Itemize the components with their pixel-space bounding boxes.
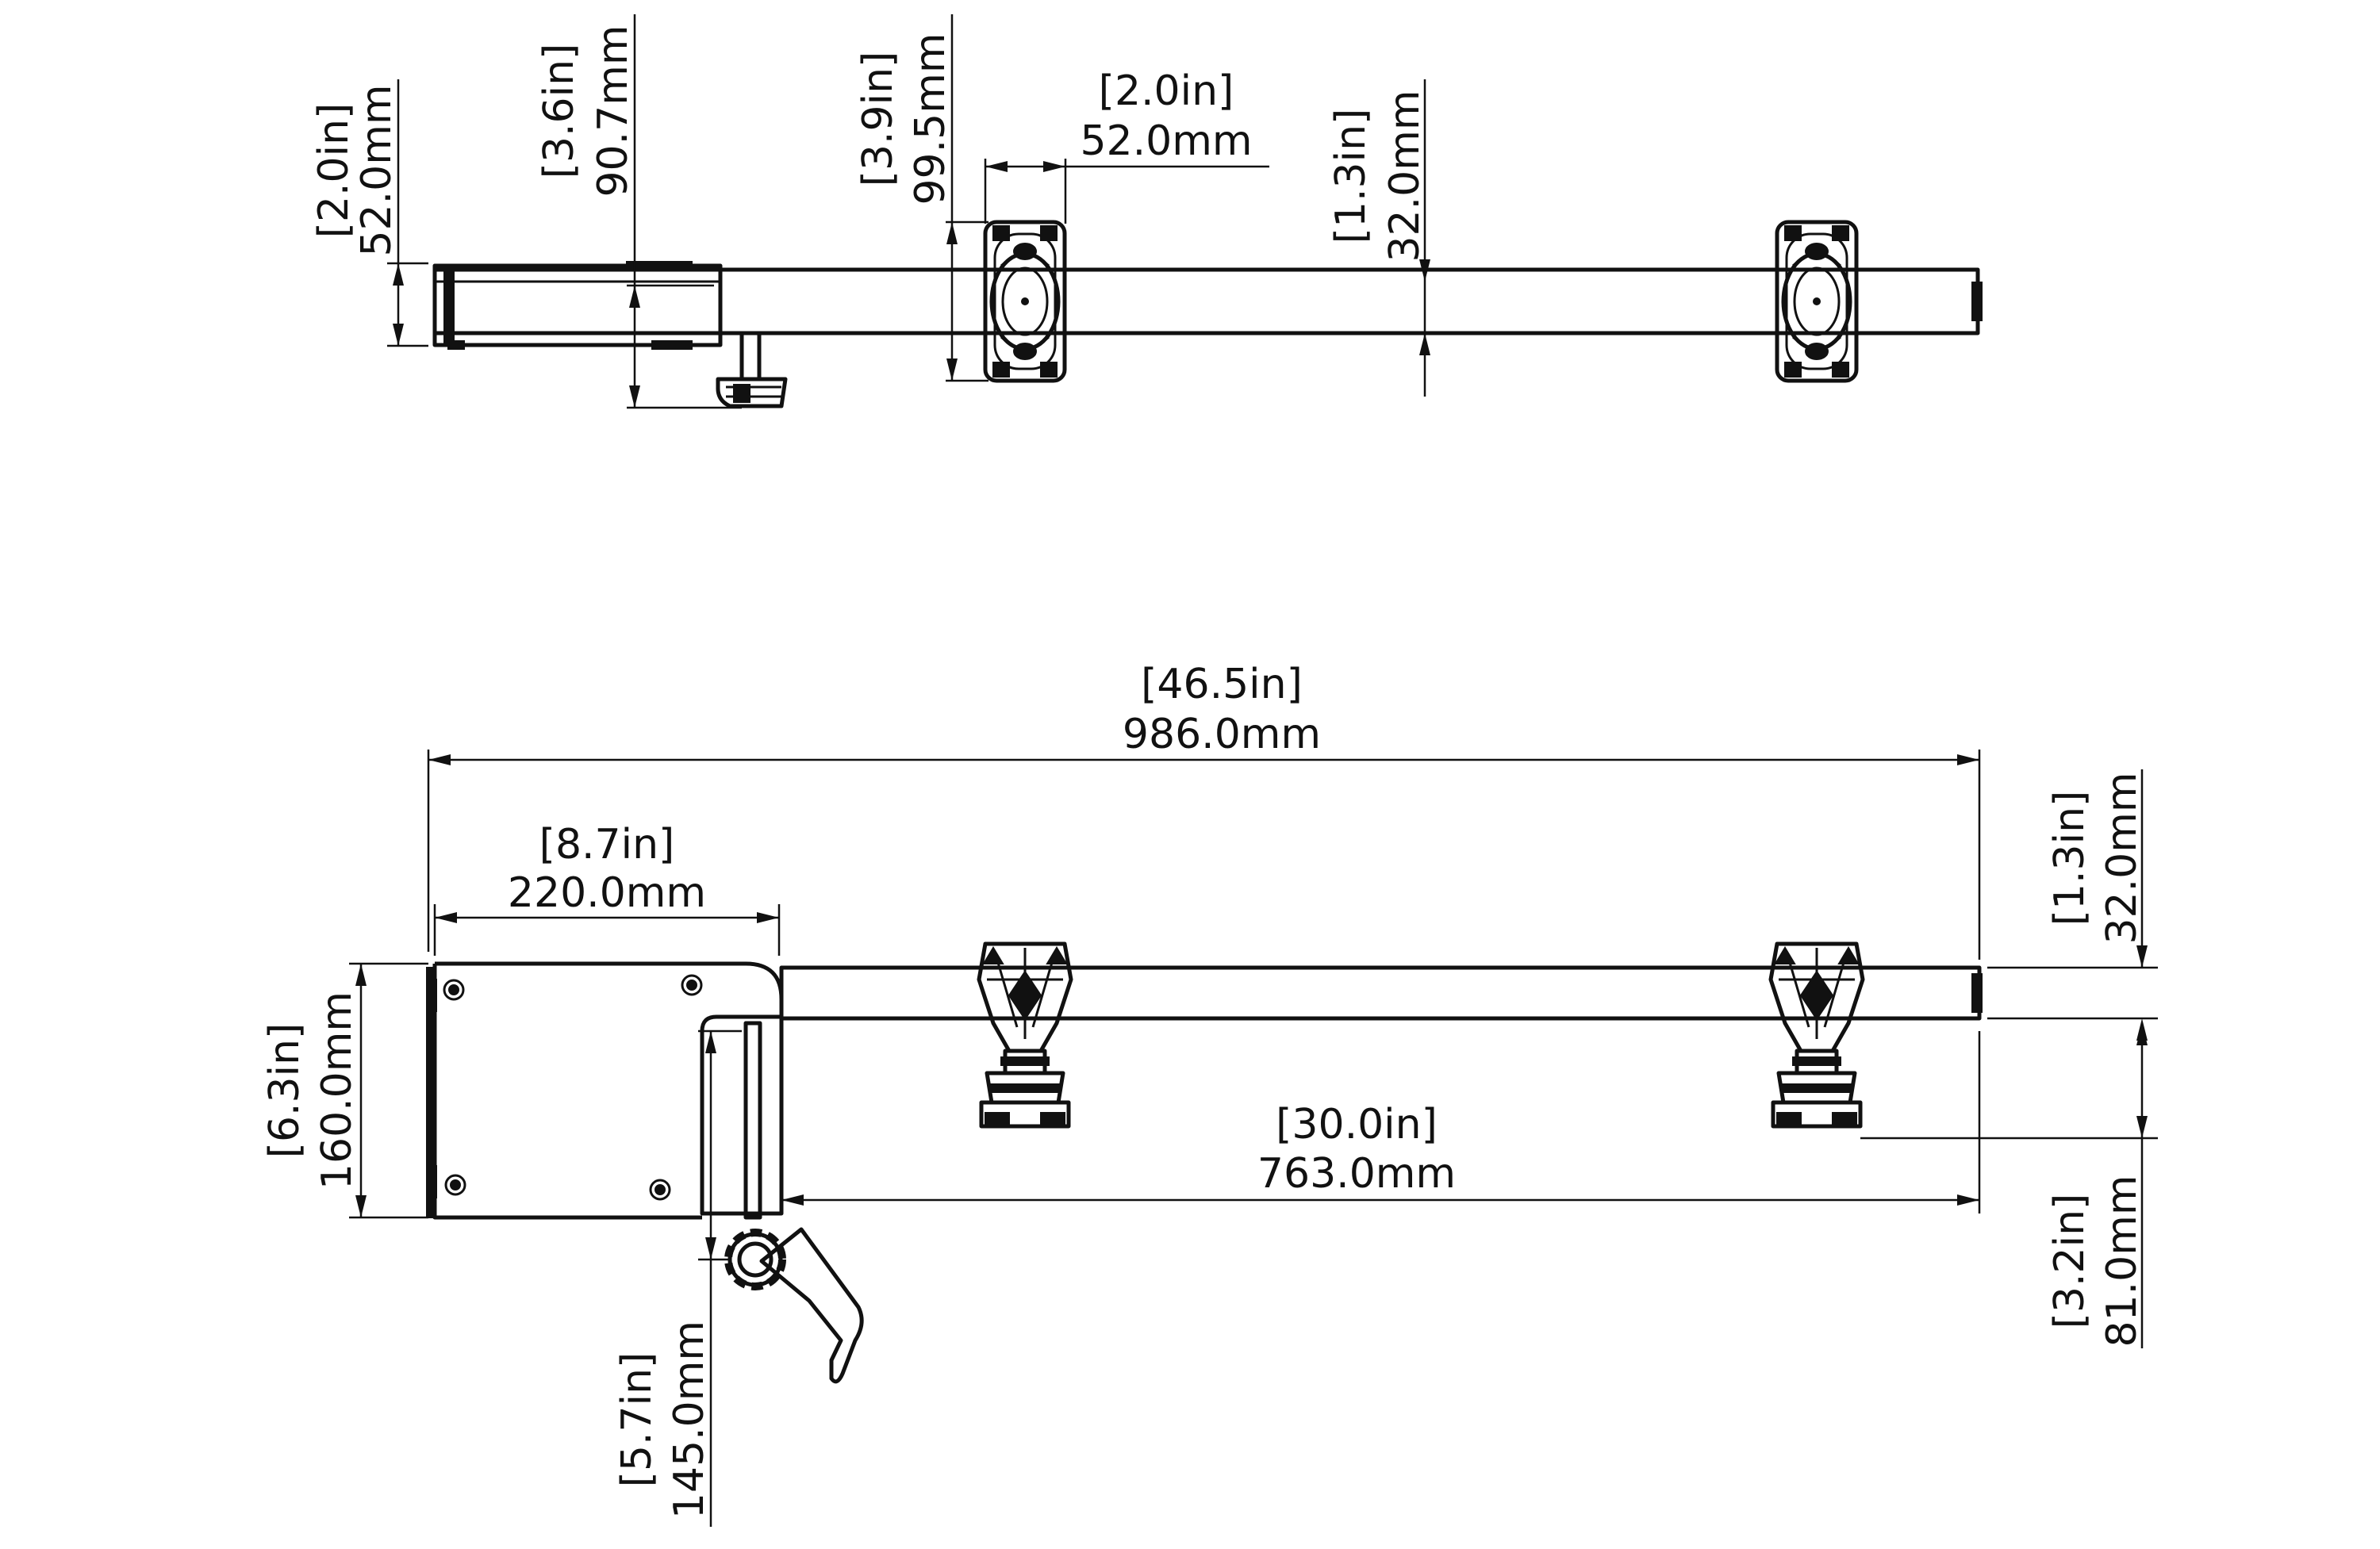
dim-clamp-reach-metric: 145.0mm <box>666 1321 713 1519</box>
dim-top-clamp-depth-imperial: [3.6in] <box>536 44 583 179</box>
dim-side-bar-thickness-metric: 32.0mm <box>2098 772 2146 944</box>
dim-overall-length: [46.5in] 986.0mm <box>427 661 1981 960</box>
dim-plate-height-metric: 160.0mm <box>313 991 361 1190</box>
dim-clamp-reach: [5.7in] 145.0mm <box>613 1029 742 1527</box>
dim-top-clamp-depth: [3.6in] 90.7mm <box>536 14 742 409</box>
dim-plate-height-imperial: [6.3in] <box>261 1023 309 1159</box>
dim-clamp-reach-imperial: [5.7in] <box>613 1352 661 1488</box>
side-view-rod-holder-2 <box>1771 944 1863 1126</box>
dim-plate-width-metric: 220.0mm <box>508 869 706 917</box>
plate-screw-4 <box>649 1179 671 1201</box>
plate-screw-1 <box>443 979 465 1001</box>
side-view-rod-holder-1 <box>979 944 1071 1126</box>
dim-top-holder-height-metric: 99.5mm <box>907 33 954 205</box>
dim-top-height-metric: 52.0mm <box>353 84 401 256</box>
dim-top-bar-thickness-metric: 32.0mm <box>1381 90 1429 262</box>
top-view-rod-holder-2 <box>1777 222 1856 381</box>
top-view-bar <box>432 267 1980 335</box>
top-view-mount-plate <box>432 261 723 350</box>
dim-holder-drop: [3.2in] 81.0mm <box>1860 1023 2158 1348</box>
dim-top-holder-width-imperial: [2.0in] <box>1099 67 1234 115</box>
dim-side-bar-thickness: [1.3in] 32.0mm <box>1987 769 2158 1041</box>
dim-top-height-imperial: [2.0in] <box>310 103 358 239</box>
dim-side-bar-thickness-imperial: [1.3in] <box>2046 791 2094 926</box>
plate-screw-3 <box>444 1174 466 1196</box>
dim-holder-spacing-imperial: [30.0in] <box>1276 1101 1438 1148</box>
dim-holder-spacing: [30.0in] 763.0mm <box>781 1031 1981 1214</box>
dim-plate-width: [8.7in] 220.0mm <box>433 821 781 956</box>
dim-overall-length-imperial: [46.5in] <box>1141 661 1303 708</box>
top-view-rod-holder-1 <box>985 222 1065 381</box>
dim-overall-length-metric: 986.0mm <box>1123 711 1321 758</box>
dim-top-holder-width-metric: 52.0mm <box>1080 117 1252 165</box>
dim-top-clamp-depth-metric: 90.7mm <box>589 25 637 197</box>
dim-holder-spacing-metric: 763.0mm <box>1257 1150 1456 1198</box>
dim-holder-drop-metric: 81.0mm <box>2098 1175 2146 1347</box>
plate-screw-2 <box>681 974 703 996</box>
side-view <box>426 944 1983 1384</box>
top-view <box>432 222 1983 408</box>
dim-top-bar-thickness-imperial: [1.3in] <box>1327 109 1375 244</box>
dim-top-holder-height: [3.9in] 99.5mm <box>854 14 988 382</box>
dim-plate-height: [6.3in] 160.0mm <box>261 962 428 1219</box>
dim-top-height: [2.0in] 52.0mm <box>310 79 428 347</box>
dim-top-holder-height-imperial: [3.9in] <box>854 52 902 187</box>
dim-plate-width-imperial: [8.7in] <box>539 821 675 868</box>
dim-top-bar-thickness: [1.3in] 32.0mm <box>1327 79 1430 397</box>
side-view-mount-plate <box>426 961 784 1220</box>
top-view-clamp-knob <box>716 331 788 408</box>
side-view-clamp-arm <box>724 1021 864 1384</box>
dim-holder-drop-imperial: [3.2in] <box>2046 1194 2094 1329</box>
dim-top-holder-width: [2.0in] 52.0mm <box>984 67 1269 224</box>
